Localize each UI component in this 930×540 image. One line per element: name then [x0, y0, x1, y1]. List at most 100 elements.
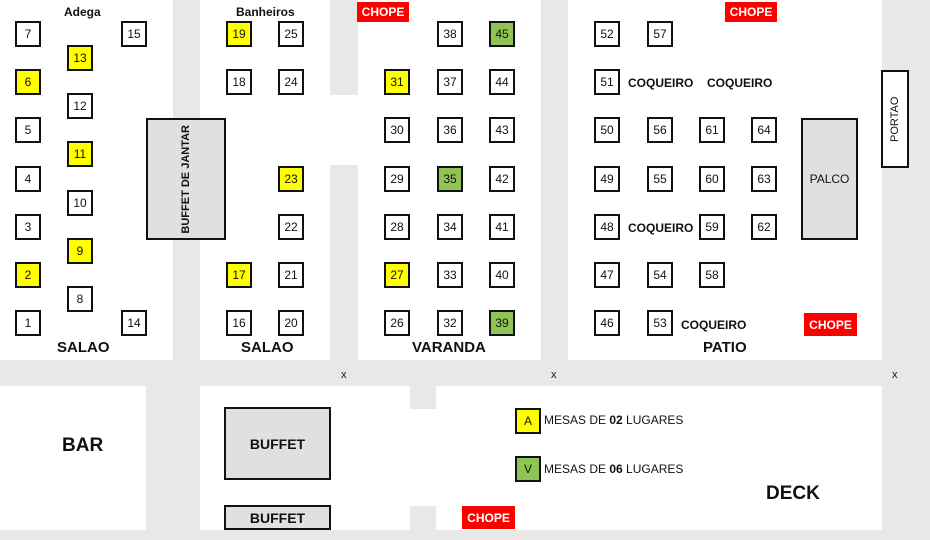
table-3[interactable]: 3 — [15, 214, 41, 240]
palco: PALCO — [801, 118, 858, 240]
table-9[interactable]: 9 — [67, 238, 93, 264]
table-60[interactable]: 60 — [699, 166, 725, 192]
table-36[interactable]: 36 — [437, 117, 463, 143]
table-14[interactable]: 14 — [121, 310, 147, 336]
table-19[interactable]: 19 — [226, 21, 252, 47]
table-48[interactable]: 48 — [594, 214, 620, 240]
legend-six-seat-prefix: MESAS DE — [544, 462, 610, 476]
table-24[interactable]: 24 — [278, 69, 304, 95]
table-38[interactable]: 38 — [437, 21, 463, 47]
table-47[interactable]: 47 — [594, 262, 620, 288]
label-bar: BAR — [62, 435, 104, 456]
table-8[interactable]: 8 — [67, 286, 93, 312]
table-57[interactable]: 57 — [647, 21, 673, 47]
table-54[interactable]: 54 — [647, 262, 673, 288]
table-16[interactable]: 16 — [226, 310, 252, 336]
table-25[interactable]: 25 — [278, 21, 304, 47]
table-2[interactable]: 2 — [15, 262, 41, 288]
table-7[interactable]: 7 — [15, 21, 41, 47]
x-marker-1: x — [341, 369, 347, 381]
label-deck: DECK — [766, 483, 820, 504]
buffet-small: BUFFET — [224, 505, 331, 530]
table-39[interactable]: 39 — [489, 310, 515, 336]
legend-two-seat-suffix: LUGARES — [622, 413, 684, 427]
table-12[interactable]: 12 — [67, 93, 93, 119]
legend-two-seat-prefix: MESAS DE — [544, 413, 610, 427]
chope-deck: CHOPE — [462, 506, 515, 529]
legend-six-seat-count: 06 — [609, 462, 623, 476]
table-61[interactable]: 61 — [699, 117, 725, 143]
table-42[interactable]: 42 — [489, 166, 515, 192]
table-26[interactable]: 26 — [384, 310, 410, 336]
table-30[interactable]: 30 — [384, 117, 410, 143]
table-62[interactable]: 62 — [751, 214, 777, 240]
legend-six-seat-swatch: V — [515, 456, 541, 482]
label-salao-1: SALAO — [57, 339, 110, 356]
deck-link-area — [410, 409, 436, 506]
table-41[interactable]: 41 — [489, 214, 515, 240]
table-10[interactable]: 10 — [67, 190, 93, 216]
table-53[interactable]: 53 — [647, 310, 673, 336]
table-45[interactable]: 45 — [489, 21, 515, 47]
table-51[interactable]: 51 — [594, 69, 620, 95]
chope-patio-top: CHOPE — [725, 2, 777, 22]
table-13[interactable]: 13 — [67, 45, 93, 71]
legend-six-seat-suffix: LUGARES — [622, 462, 684, 476]
chope-varanda: CHOPE — [357, 2, 409, 22]
table-23[interactable]: 23 — [278, 166, 304, 192]
table-6[interactable]: 6 — [15, 69, 41, 95]
table-37[interactable]: 37 — [437, 69, 463, 95]
table-32[interactable]: 32 — [437, 310, 463, 336]
buffet-main-label: BUFFET — [249, 435, 306, 452]
table-50[interactable]: 50 — [594, 117, 620, 143]
table-44[interactable]: 44 — [489, 69, 515, 95]
legend-two-seat-text: MESAS DE 02 LUGARES — [544, 413, 683, 427]
coqueiro-4: COQUEIRO — [681, 318, 747, 332]
x-marker-2: x — [551, 369, 557, 381]
portao: PORTAO — [881, 70, 909, 168]
label-banheiros: Banheiros — [236, 5, 295, 19]
table-11[interactable]: 11 — [67, 141, 93, 167]
bar-area — [0, 386, 146, 530]
table-21[interactable]: 21 — [278, 262, 304, 288]
label-salao-2: SALAO — [241, 339, 294, 356]
palco-label: PALCO — [809, 172, 850, 186]
table-5[interactable]: 5 — [15, 117, 41, 143]
table-18[interactable]: 18 — [226, 69, 252, 95]
table-1[interactable]: 1 — [15, 310, 41, 336]
table-20[interactable]: 20 — [278, 310, 304, 336]
coqueiro-1: COQUEIRO — [628, 76, 694, 90]
table-33[interactable]: 33 — [437, 262, 463, 288]
buffet-main: BUFFET — [224, 407, 331, 480]
coqueiro-3: COQUEIRO — [628, 221, 694, 235]
table-52[interactable]: 52 — [594, 21, 620, 47]
table-27[interactable]: 27 — [384, 262, 410, 288]
table-55[interactable]: 55 — [647, 166, 673, 192]
label-adega: Adega — [64, 5, 101, 19]
table-15[interactable]: 15 — [121, 21, 147, 47]
table-46[interactable]: 46 — [594, 310, 620, 336]
table-43[interactable]: 43 — [489, 117, 515, 143]
table-58[interactable]: 58 — [699, 262, 725, 288]
table-49[interactable]: 49 — [594, 166, 620, 192]
table-17[interactable]: 17 — [226, 262, 252, 288]
table-59[interactable]: 59 — [699, 214, 725, 240]
table-28[interactable]: 28 — [384, 214, 410, 240]
table-4[interactable]: 4 — [15, 166, 41, 192]
table-22[interactable]: 22 — [278, 214, 304, 240]
table-35[interactable]: 35 — [437, 166, 463, 192]
portao-label: PORTAO — [889, 96, 901, 142]
label-varanda: VARANDA — [412, 339, 486, 356]
table-40[interactable]: 40 — [489, 262, 515, 288]
table-31[interactable]: 31 — [384, 69, 410, 95]
legend-six-seat-text: MESAS DE 06 LUGARES — [544, 462, 683, 476]
table-64[interactable]: 64 — [751, 117, 777, 143]
legend-six-seat-letter: V — [523, 462, 532, 476]
table-63[interactable]: 63 — [751, 166, 777, 192]
buffet-de-jantar: BUFFET DE JANTAR — [146, 118, 226, 240]
table-29[interactable]: 29 — [384, 166, 410, 192]
buffet-de-jantar-label: BUFFET DE JANTAR — [180, 124, 192, 234]
legend-two-seat-swatch: A — [515, 408, 541, 434]
table-34[interactable]: 34 — [437, 214, 463, 240]
table-56[interactable]: 56 — [647, 117, 673, 143]
